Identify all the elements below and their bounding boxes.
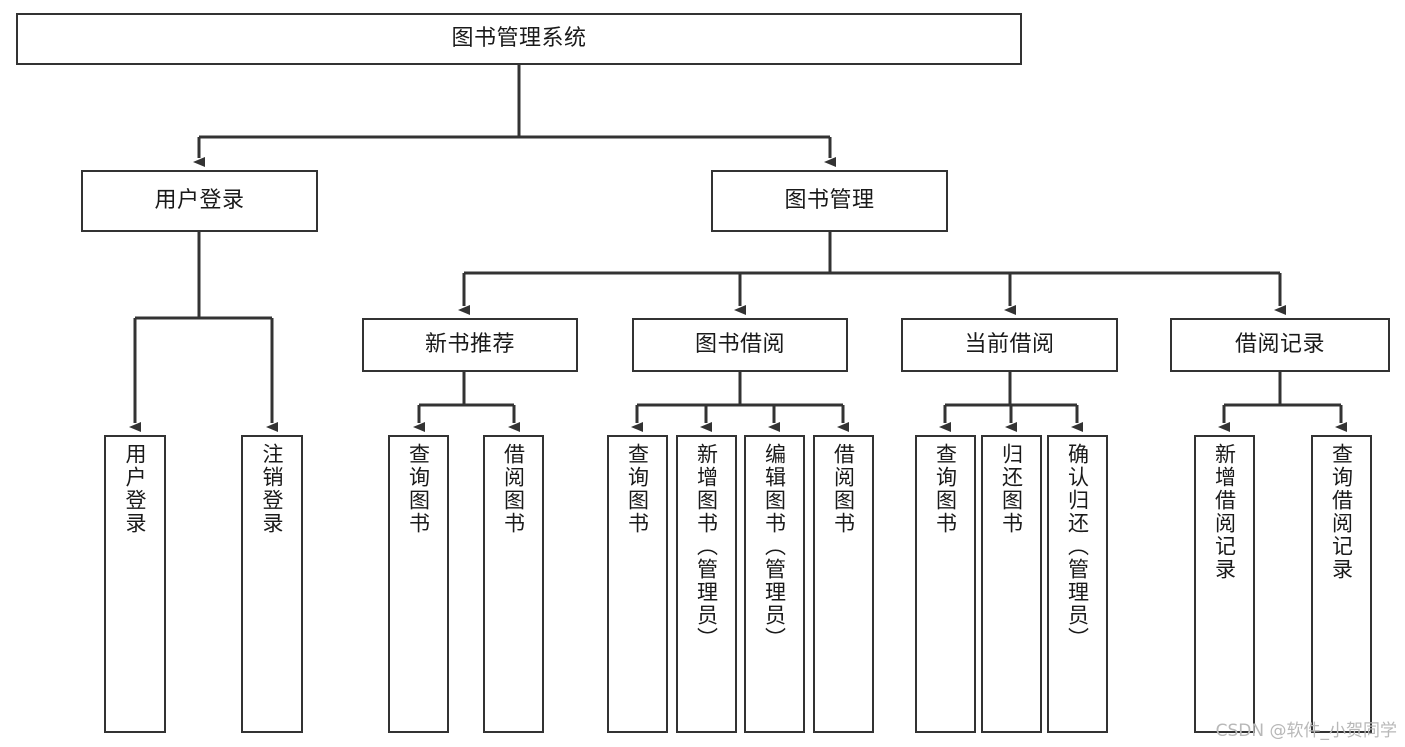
node-label: 新增借阅记录 bbox=[1212, 443, 1237, 581]
node-label: 归还图书 bbox=[999, 443, 1024, 535]
node-leaf-edit-book-admin[interactable]: 编辑图书（管理员） bbox=[744, 435, 805, 733]
node-label: 新书推荐 bbox=[424, 331, 515, 357]
node-new-book-recommendation[interactable]: 新书推荐 bbox=[362, 318, 578, 372]
node-leaf-add-borrow-record[interactable]: 新增借阅记录 bbox=[1194, 435, 1255, 733]
node-leaf-borrow-books-new[interactable]: 借阅图书 bbox=[483, 435, 544, 733]
node-label: 查询图书 bbox=[625, 443, 650, 535]
node-label: 编辑图书（管理员） bbox=[762, 443, 787, 650]
node-leaf-confirm-return-admin[interactable]: 确认归还（管理员） bbox=[1047, 435, 1108, 733]
node-leaf-logout[interactable]: 注销登录 bbox=[241, 435, 303, 733]
node-leaf-query-books-borrow[interactable]: 查询图书 bbox=[607, 435, 668, 733]
node-label: 图书管理系统 bbox=[451, 25, 587, 51]
node-current-borrowing[interactable]: 当前借阅 bbox=[901, 318, 1118, 372]
node-leaf-borrow-book[interactable]: 借阅图书 bbox=[813, 435, 874, 733]
node-borrowing-records[interactable]: 借阅记录 bbox=[1170, 318, 1390, 372]
node-label: 图书管理 bbox=[784, 187, 875, 213]
node-root-book-management-system[interactable]: 图书管理系统 bbox=[16, 13, 1022, 65]
node-label: 借阅记录 bbox=[1234, 331, 1325, 357]
node-label: 查询图书 bbox=[406, 443, 431, 535]
node-leaf-add-book-admin[interactable]: 新增图书（管理员） bbox=[676, 435, 737, 733]
node-leaf-return-book[interactable]: 归还图书 bbox=[981, 435, 1042, 733]
node-label: 查询图书 bbox=[933, 443, 958, 535]
node-book-management[interactable]: 图书管理 bbox=[711, 170, 948, 232]
node-label: 借阅图书 bbox=[501, 443, 526, 535]
node-leaf-query-borrow-record[interactable]: 查询借阅记录 bbox=[1311, 435, 1372, 733]
node-label: 借阅图书 bbox=[831, 443, 856, 535]
node-leaf-user-login[interactable]: 用户登录 bbox=[104, 435, 166, 733]
node-label: 查询借阅记录 bbox=[1329, 443, 1354, 581]
node-label: 注销登录 bbox=[260, 443, 285, 535]
node-book-borrowing[interactable]: 图书借阅 bbox=[632, 318, 848, 372]
node-leaf-query-books-new[interactable]: 查询图书 bbox=[388, 435, 449, 733]
node-label: 新增图书（管理员） bbox=[694, 443, 719, 650]
node-label: 用户登录 bbox=[123, 443, 148, 535]
node-label: 当前借阅 bbox=[964, 331, 1055, 357]
watermark: CSDN @软件_小贺同学 bbox=[1215, 721, 1397, 741]
node-leaf-query-books-current[interactable]: 查询图书 bbox=[915, 435, 976, 733]
node-label: 图书借阅 bbox=[694, 331, 785, 357]
node-label: 确认归还（管理员） bbox=[1065, 443, 1090, 650]
node-label: 用户登录 bbox=[154, 187, 245, 213]
node-user-login[interactable]: 用户登录 bbox=[81, 170, 318, 232]
